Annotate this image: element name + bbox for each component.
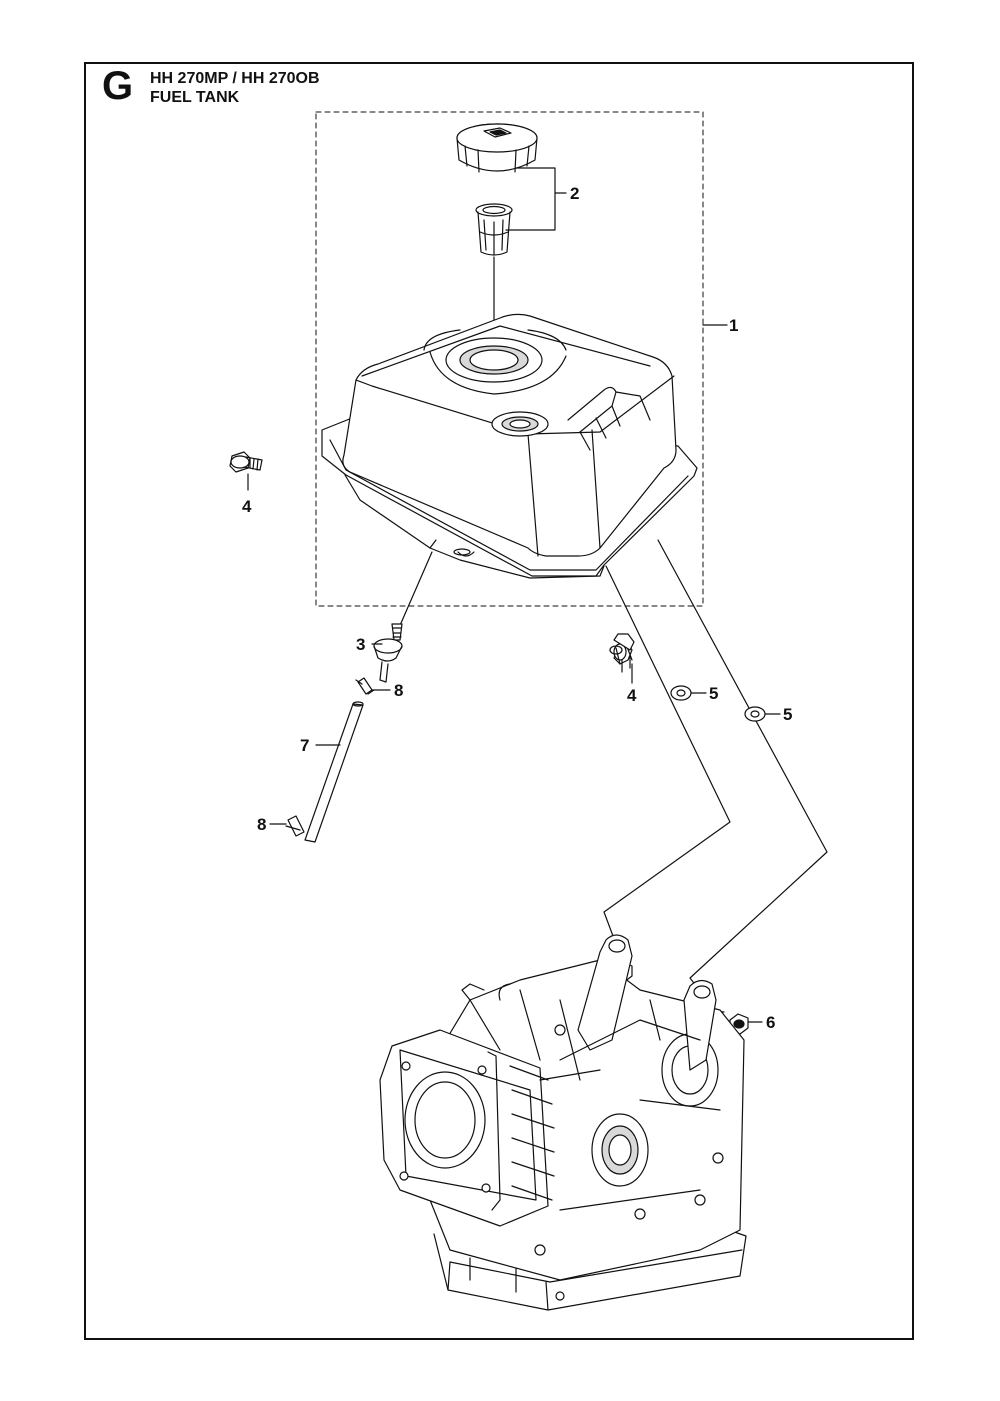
callout-3: 3 — [356, 635, 365, 654]
washer-a — [670, 685, 692, 701]
fuel-valve — [373, 623, 403, 683]
callout-2: 2 — [570, 184, 579, 203]
assembly-boundary — [315, 111, 704, 607]
diagram-frame — [84, 62, 914, 1340]
section-letter: G — [102, 64, 134, 108]
diagram-title: FUEL TANK — [150, 89, 240, 106]
engine-crankcase — [379, 934, 747, 1311]
flange-bolt-left — [229, 451, 263, 473]
callout-7: 7 — [300, 736, 309, 755]
callout-8-top: 8 — [394, 681, 403, 700]
callout-4-left: 4 — [242, 497, 252, 516]
callout-6: 6 — [766, 1013, 775, 1032]
hose-clamp-top — [355, 677, 375, 695]
callout-8-bottom: 8 — [257, 815, 266, 834]
washer-b — [744, 706, 766, 722]
hose-clamp-bottom — [285, 815, 305, 837]
callout-5-b: 5 — [783, 705, 792, 724]
callout-1: 1 — [729, 316, 738, 335]
fuel-tank — [321, 313, 698, 579]
model-title: HH 270MP / HH 270OB — [150, 70, 320, 87]
callout-5-a: 5 — [709, 684, 718, 703]
fuel-cap — [456, 123, 538, 173]
fuel-hose — [304, 701, 364, 843]
flange-bolt-right-body — [613, 633, 635, 673]
callout-4-right: 4 — [627, 686, 637, 705]
fuel-strainer — [475, 203, 513, 256]
